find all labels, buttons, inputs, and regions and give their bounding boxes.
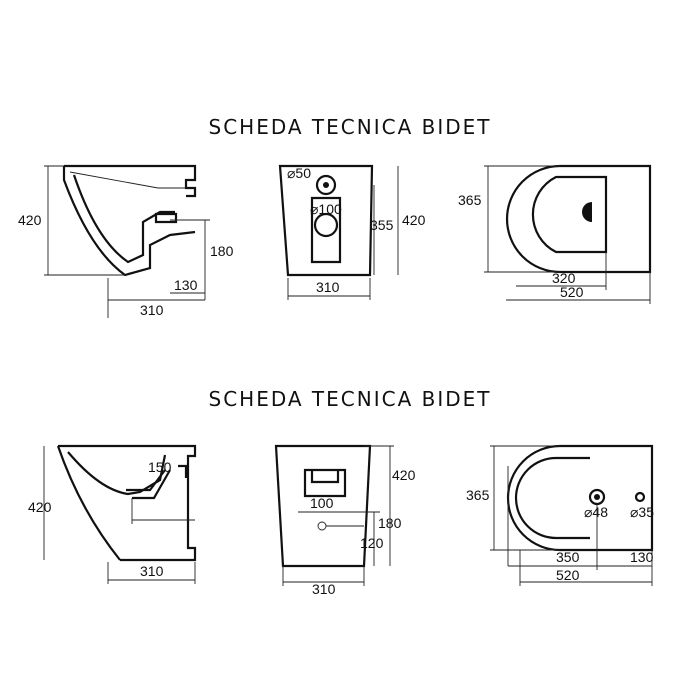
bottom-plan-outline — [506, 444, 654, 552]
bottom-side-drain-label: 150 — [148, 459, 172, 475]
top-side-rim — [64, 164, 197, 198]
bottom-front-drain-height-label: 180 — [378, 515, 402, 531]
bottom-side-trap — [126, 469, 171, 500]
top-plan-outline — [505, 164, 652, 274]
bottom-plan-bowl — [514, 456, 590, 540]
bottom-plan-tail-label: 130 — [630, 549, 654, 565]
side-hole-35-icon — [634, 491, 646, 503]
drain-hole-icon — [317, 521, 327, 531]
hole-center — [594, 494, 600, 500]
sheet-title-top: SCHEDA TECNICA BIDET — [208, 115, 492, 139]
bottom-plan-width-label: 365 — [466, 487, 490, 503]
bottom-plan-inner-label: 350 — [556, 549, 580, 565]
top-front-trap — [310, 196, 342, 264]
bottom-front-width-label: 310 — [312, 581, 336, 597]
bottom-plan-side-hole-label: ⌀35 — [630, 504, 654, 520]
sheet-title-bottom: SCHEDA TECNICA BIDET — [208, 387, 492, 411]
top-side-depth-label: 310 — [140, 302, 164, 318]
top-side-drain-offset-label: 130 — [174, 277, 198, 293]
hole-50-icon — [315, 174, 337, 196]
bottom-side-bracket — [178, 464, 188, 478]
top-side-bowl — [72, 174, 175, 264]
bottom-side-front — [56, 445, 121, 561]
top-front-view: ⌀50 ⌀100 355 420 310 — [278, 164, 426, 300]
top-plan-inner-label: 320 — [552, 270, 576, 286]
bottom-front-trap — [303, 468, 347, 498]
bottom-front-spacing-label: 100 — [310, 495, 334, 511]
top-front-inner-height-label: 355 — [370, 217, 394, 233]
top-plan-bowl — [531, 175, 608, 254]
top-front-height-label: 420 — [402, 212, 426, 228]
top-plan-drain-icon — [582, 202, 592, 222]
bottom-front-height-label: 420 — [392, 467, 416, 483]
top-side-drain-height-label: 180 — [210, 243, 234, 259]
top-plan-view: 365 320 520 — [458, 164, 652, 304]
bottom-side-view: 420 150 310 — [28, 444, 197, 584]
bottom-plan-view: ⌀48 ⌀35 365 350 130 520 — [466, 444, 654, 586]
bottom-plan-length-label: 520 — [556, 567, 580, 583]
bottom-front-drain-low-label: 120 — [360, 535, 384, 551]
hole-100-icon — [313, 212, 339, 238]
bottom-plan-tap-label: ⌀48 — [584, 504, 608, 520]
top-side-height-label: 420 — [18, 212, 42, 228]
bottom-side-outline — [58, 444, 197, 562]
top-plan-width-label: 365 — [458, 192, 482, 208]
bottom-side-bowl — [67, 451, 167, 496]
hole-center — [323, 182, 329, 188]
top-side-body — [62, 166, 196, 277]
top-front-hole-small-label: ⌀50 — [287, 165, 311, 181]
top-side-drain — [154, 212, 178, 224]
top-front-body — [278, 164, 374, 277]
bottom-front-trap-inner — [310, 470, 340, 484]
top-front-hole-large-label: ⌀100 — [310, 201, 342, 217]
bottom-front-view: 100 420 180 120 310 — [274, 444, 416, 597]
bottom-side-height-label: 420 — [28, 499, 52, 515]
top-plan-length-label: 520 — [560, 284, 584, 300]
top-side-view: 420 180 130 310 — [18, 164, 234, 318]
bottom-side-depth-label: 310 — [140, 563, 164, 579]
top-front-width-label: 310 — [316, 279, 340, 295]
top-side-rim-line — [69, 171, 186, 189]
